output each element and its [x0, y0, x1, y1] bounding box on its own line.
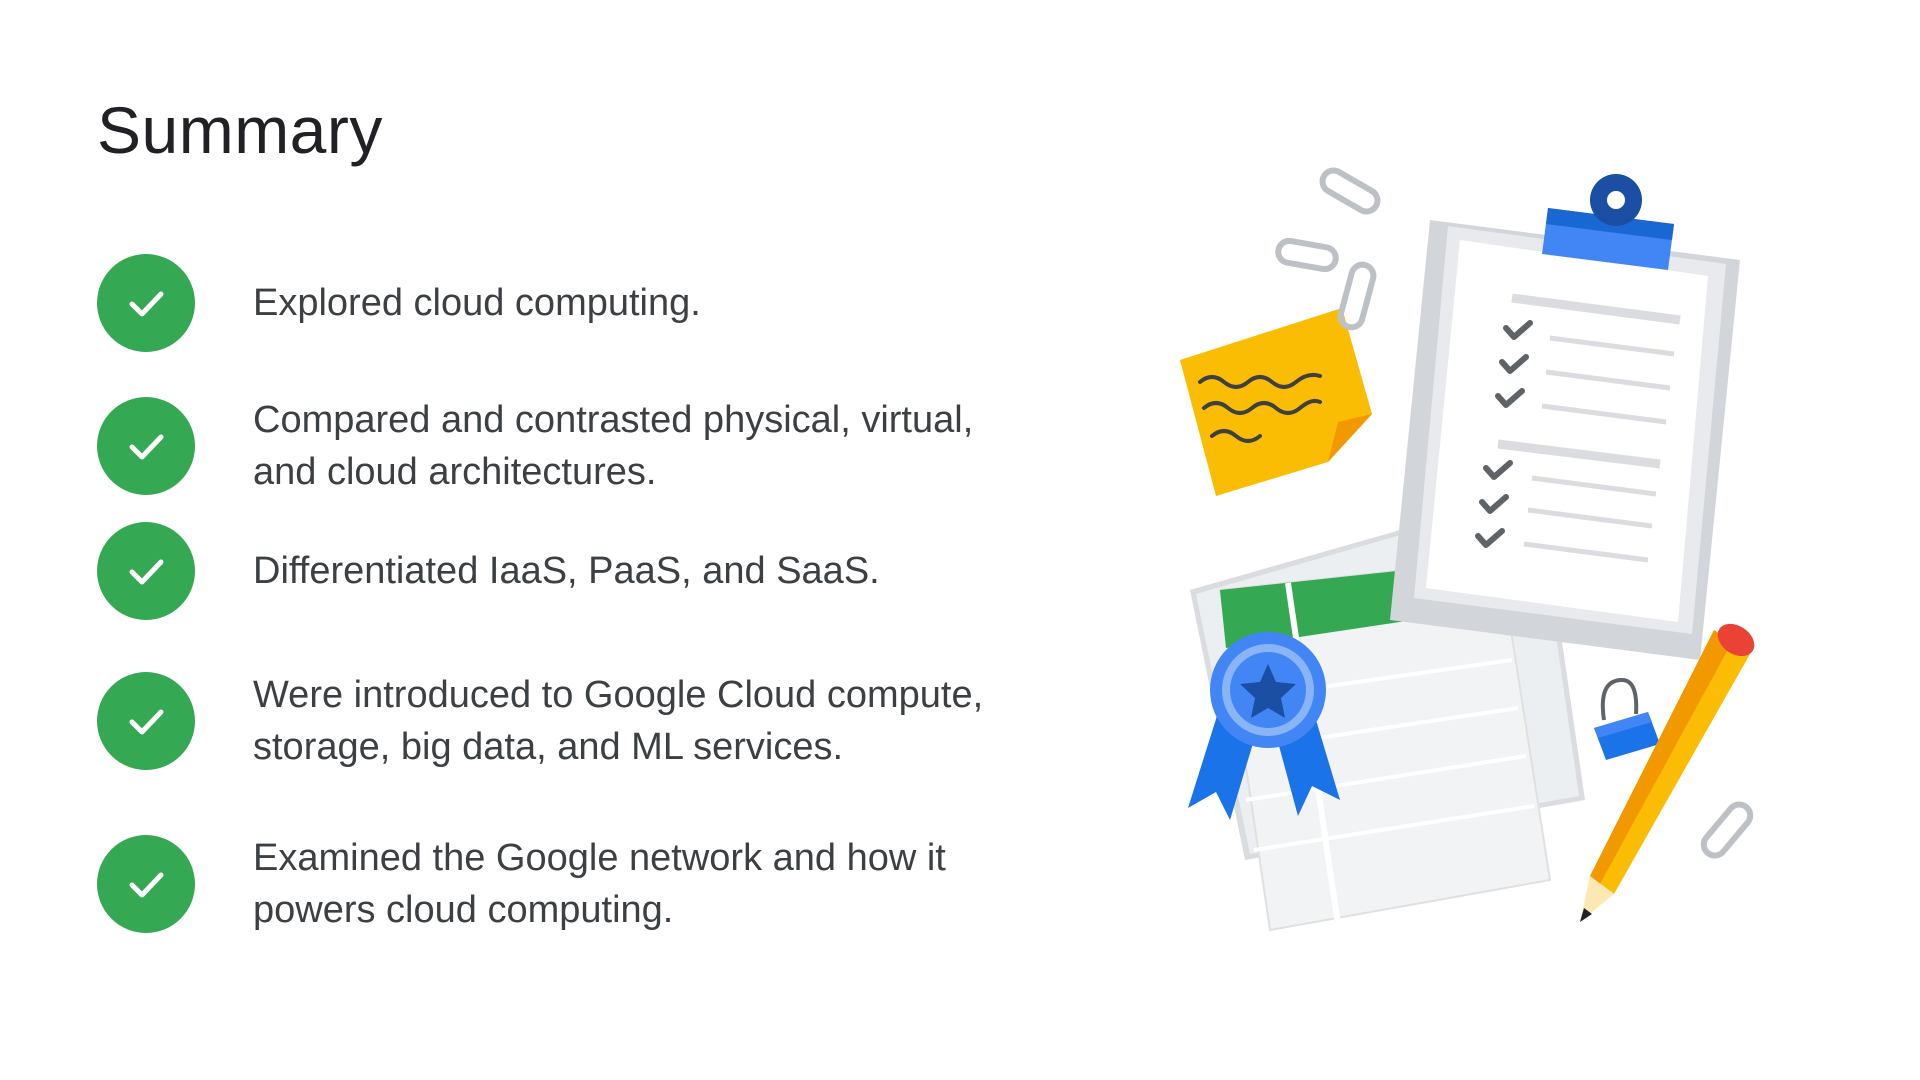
checklist-illustration: [1180, 167, 1755, 932]
summary-item-text: Examined the Google network and how it p…: [253, 837, 946, 931]
pencil-icon: [1580, 623, 1755, 922]
summary-item: Examined the Google network and how it p…: [97, 832, 1013, 936]
binder-clip-icon: [1594, 677, 1660, 760]
summary-item-text: Differentiated IaaS, PaaS, and SaaS.: [253, 550, 880, 592]
check-circle-icon: [97, 835, 195, 933]
slide-title: Summary: [97, 93, 383, 167]
check-circle-icon: [97, 672, 195, 770]
award-ribbon-icon: [1188, 632, 1340, 820]
check-circle-icon: [97, 522, 195, 620]
check-circle-icon: [97, 397, 195, 495]
check-circle-icon: [97, 254, 195, 352]
clipboard-icon: [1390, 174, 1740, 660]
summary-item: Were introduced to Google Cloud compute,…: [97, 669, 1013, 773]
summary-item: Differentiated IaaS, PaaS, and SaaS.: [97, 522, 1013, 620]
summary-item: Compared and contrasted physical, virtua…: [97, 394, 1013, 498]
summary-item-text: Explored cloud computing.: [253, 282, 701, 324]
summary-item-text: Were introduced to Google Cloud compute,…: [253, 674, 984, 768]
summary-item: Explored cloud computing.: [97, 254, 1013, 352]
sticky-note-icon: [1180, 308, 1372, 496]
summary-item-text: Compared and contrasted physical, virtua…: [253, 399, 974, 493]
paper-clip-icon: [1275, 167, 1754, 859]
